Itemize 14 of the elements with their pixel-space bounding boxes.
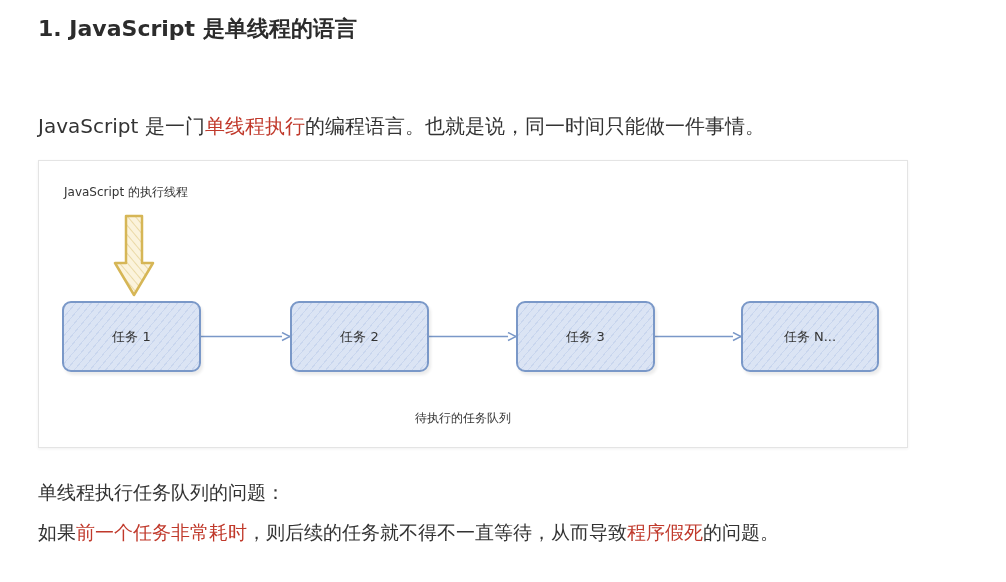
task-box: 任务 N... — [741, 301, 879, 372]
task-box: 任务 1 — [62, 301, 201, 372]
block-arrow — [113, 214, 155, 297]
arrow — [428, 331, 517, 342]
task-box: 任务 2 — [290, 301, 429, 372]
thread-label: JavaScript 的执行线程 — [64, 184, 188, 201]
paragraph: 如果前一个任务非常耗时，则后续的任务就不得不一直等待，从而导致程序假死的问题。 — [38, 520, 779, 545]
arrow — [654, 331, 742, 342]
heading: 1. JavaScript 是单线程的语言 — [38, 15, 357, 43]
arrow — [200, 331, 291, 342]
task-box: 任务 3 — [516, 301, 655, 372]
queue-caption: 待执行的任务队列 — [415, 410, 511, 427]
paragraph: JavaScript 是一门单线程执行的编程语言。也就是说，同一时间只能做一件事情。 — [38, 113, 765, 140]
paragraph: 单线程执行任务队列的问题： — [38, 480, 285, 505]
